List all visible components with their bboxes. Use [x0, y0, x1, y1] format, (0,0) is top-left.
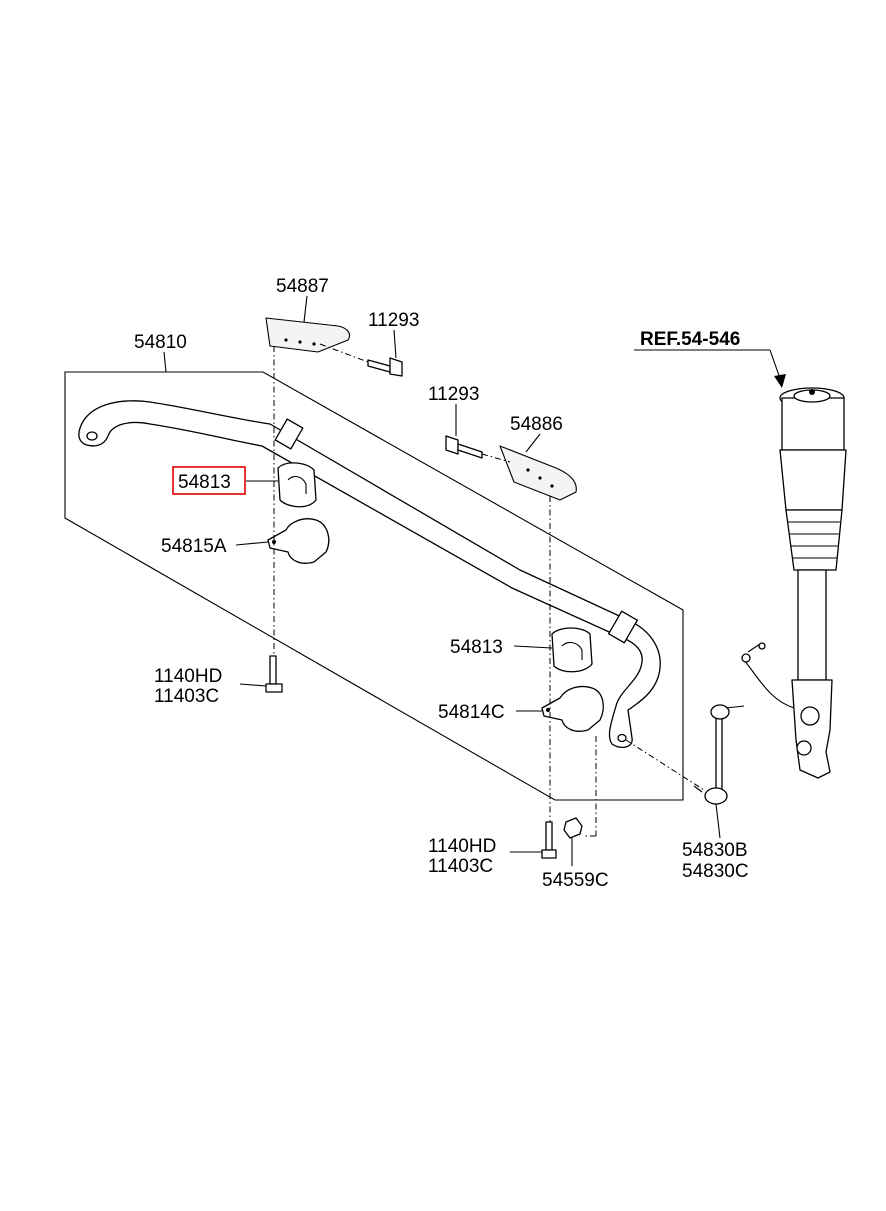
label-1140hd-bottom: 1140HD	[428, 836, 496, 857]
clamp-54815a	[267, 518, 330, 564]
guide-lines	[273, 343, 705, 837]
bushing-54813-left	[277, 462, 317, 508]
bolt-bottom	[541, 821, 557, 859]
label-54886: 54886	[510, 414, 563, 435]
label-ref-54-546: REF.54-546	[640, 329, 740, 350]
bolt-11293-top	[367, 357, 403, 377]
bolt-11293-mid	[445, 435, 483, 459]
strut-assembly	[741, 387, 847, 779]
label-54814c: 54814C	[438, 702, 505, 723]
bracket-54886	[499, 445, 577, 501]
label-11403c-left: 11403C	[154, 686, 219, 707]
label-54559c: 54559C	[542, 870, 609, 891]
bracket-54887	[265, 317, 351, 353]
label-11403c-bottom: 11403C	[428, 856, 493, 877]
stabilizer-bar	[78, 400, 661, 749]
label-54813-right: 54813	[450, 637, 503, 658]
bushing-54813-right	[551, 627, 593, 673]
highlight-box	[172, 466, 246, 495]
label-11293-mid: 11293	[428, 384, 479, 405]
stabilizer-link	[693, 704, 745, 805]
assembly-outline	[64, 371, 684, 801]
nut-54559c	[563, 817, 583, 839]
bolt-left	[265, 655, 283, 693]
label-1140hd-left: 1140HD	[154, 666, 222, 687]
ref-arrowhead	[774, 374, 786, 388]
clamp-54814c	[541, 685, 604, 732]
label-54813-left[interactable]: 54813	[178, 472, 231, 493]
leader-lines	[163, 295, 786, 866]
label-54830c: 54830C	[682, 861, 749, 882]
label-11293-top: 11293	[368, 310, 419, 331]
label-54830b: 54830B	[682, 840, 748, 861]
label-54887: 54887	[276, 276, 329, 297]
label-54810: 54810	[134, 332, 187, 353]
label-54815a: 54815A	[161, 536, 227, 557]
